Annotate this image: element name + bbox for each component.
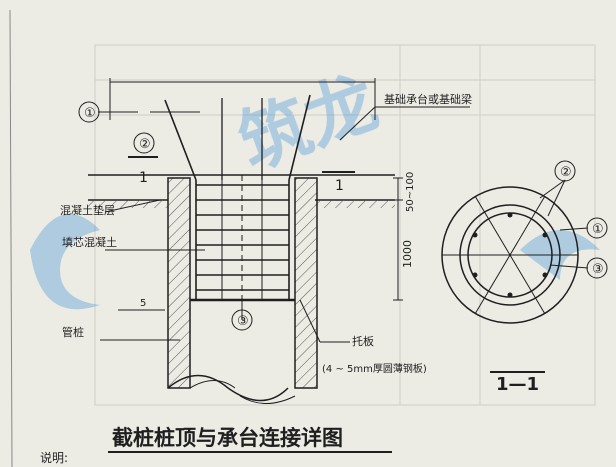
page-border <box>9 9 13 467</box>
label-tray: 托板 <box>352 334 374 348</box>
label-fill-concrete: 填芯混凝土 <box>62 235 117 249</box>
callout-2-right: ② <box>560 165 572 180</box>
dimension-large: 1000 <box>401 240 414 268</box>
callout-1-right: ① <box>592 222 604 237</box>
section-1-1 <box>441 179 589 373</box>
note-label: 说明: <box>40 450 68 465</box>
watermark-text: 筑龙 <box>228 60 388 185</box>
callout-3-right: ③ <box>592 262 604 277</box>
label-foundation: 基础承台或基础梁 <box>384 92 472 106</box>
label-tray-spec: (4 ~ 5mm厚圆薄钢板) <box>322 362 427 375</box>
watermark-swoosh-left <box>30 214 100 310</box>
section-rebar-dots <box>472 212 548 298</box>
dimension-small: 50~100 <box>405 172 416 212</box>
label-weld-size: 5 <box>140 298 146 309</box>
pile-detail <box>88 78 470 404</box>
callout-1-left: ① <box>84 106 96 121</box>
section-number-right: 1 <box>335 178 344 194</box>
section-number-left: 1 <box>139 170 148 186</box>
callout-3-left: ③ <box>237 314 249 329</box>
callout-2-left: ② <box>139 137 151 152</box>
label-cushion: 混凝土垫层 <box>60 203 115 217</box>
section-view-label: 1—1 <box>496 374 539 395</box>
faded-background-table <box>94 44 596 406</box>
drawing-title: 截桩桩顶与承台连接详图 <box>112 426 343 450</box>
label-pipe-pile: 管桩 <box>62 325 84 339</box>
